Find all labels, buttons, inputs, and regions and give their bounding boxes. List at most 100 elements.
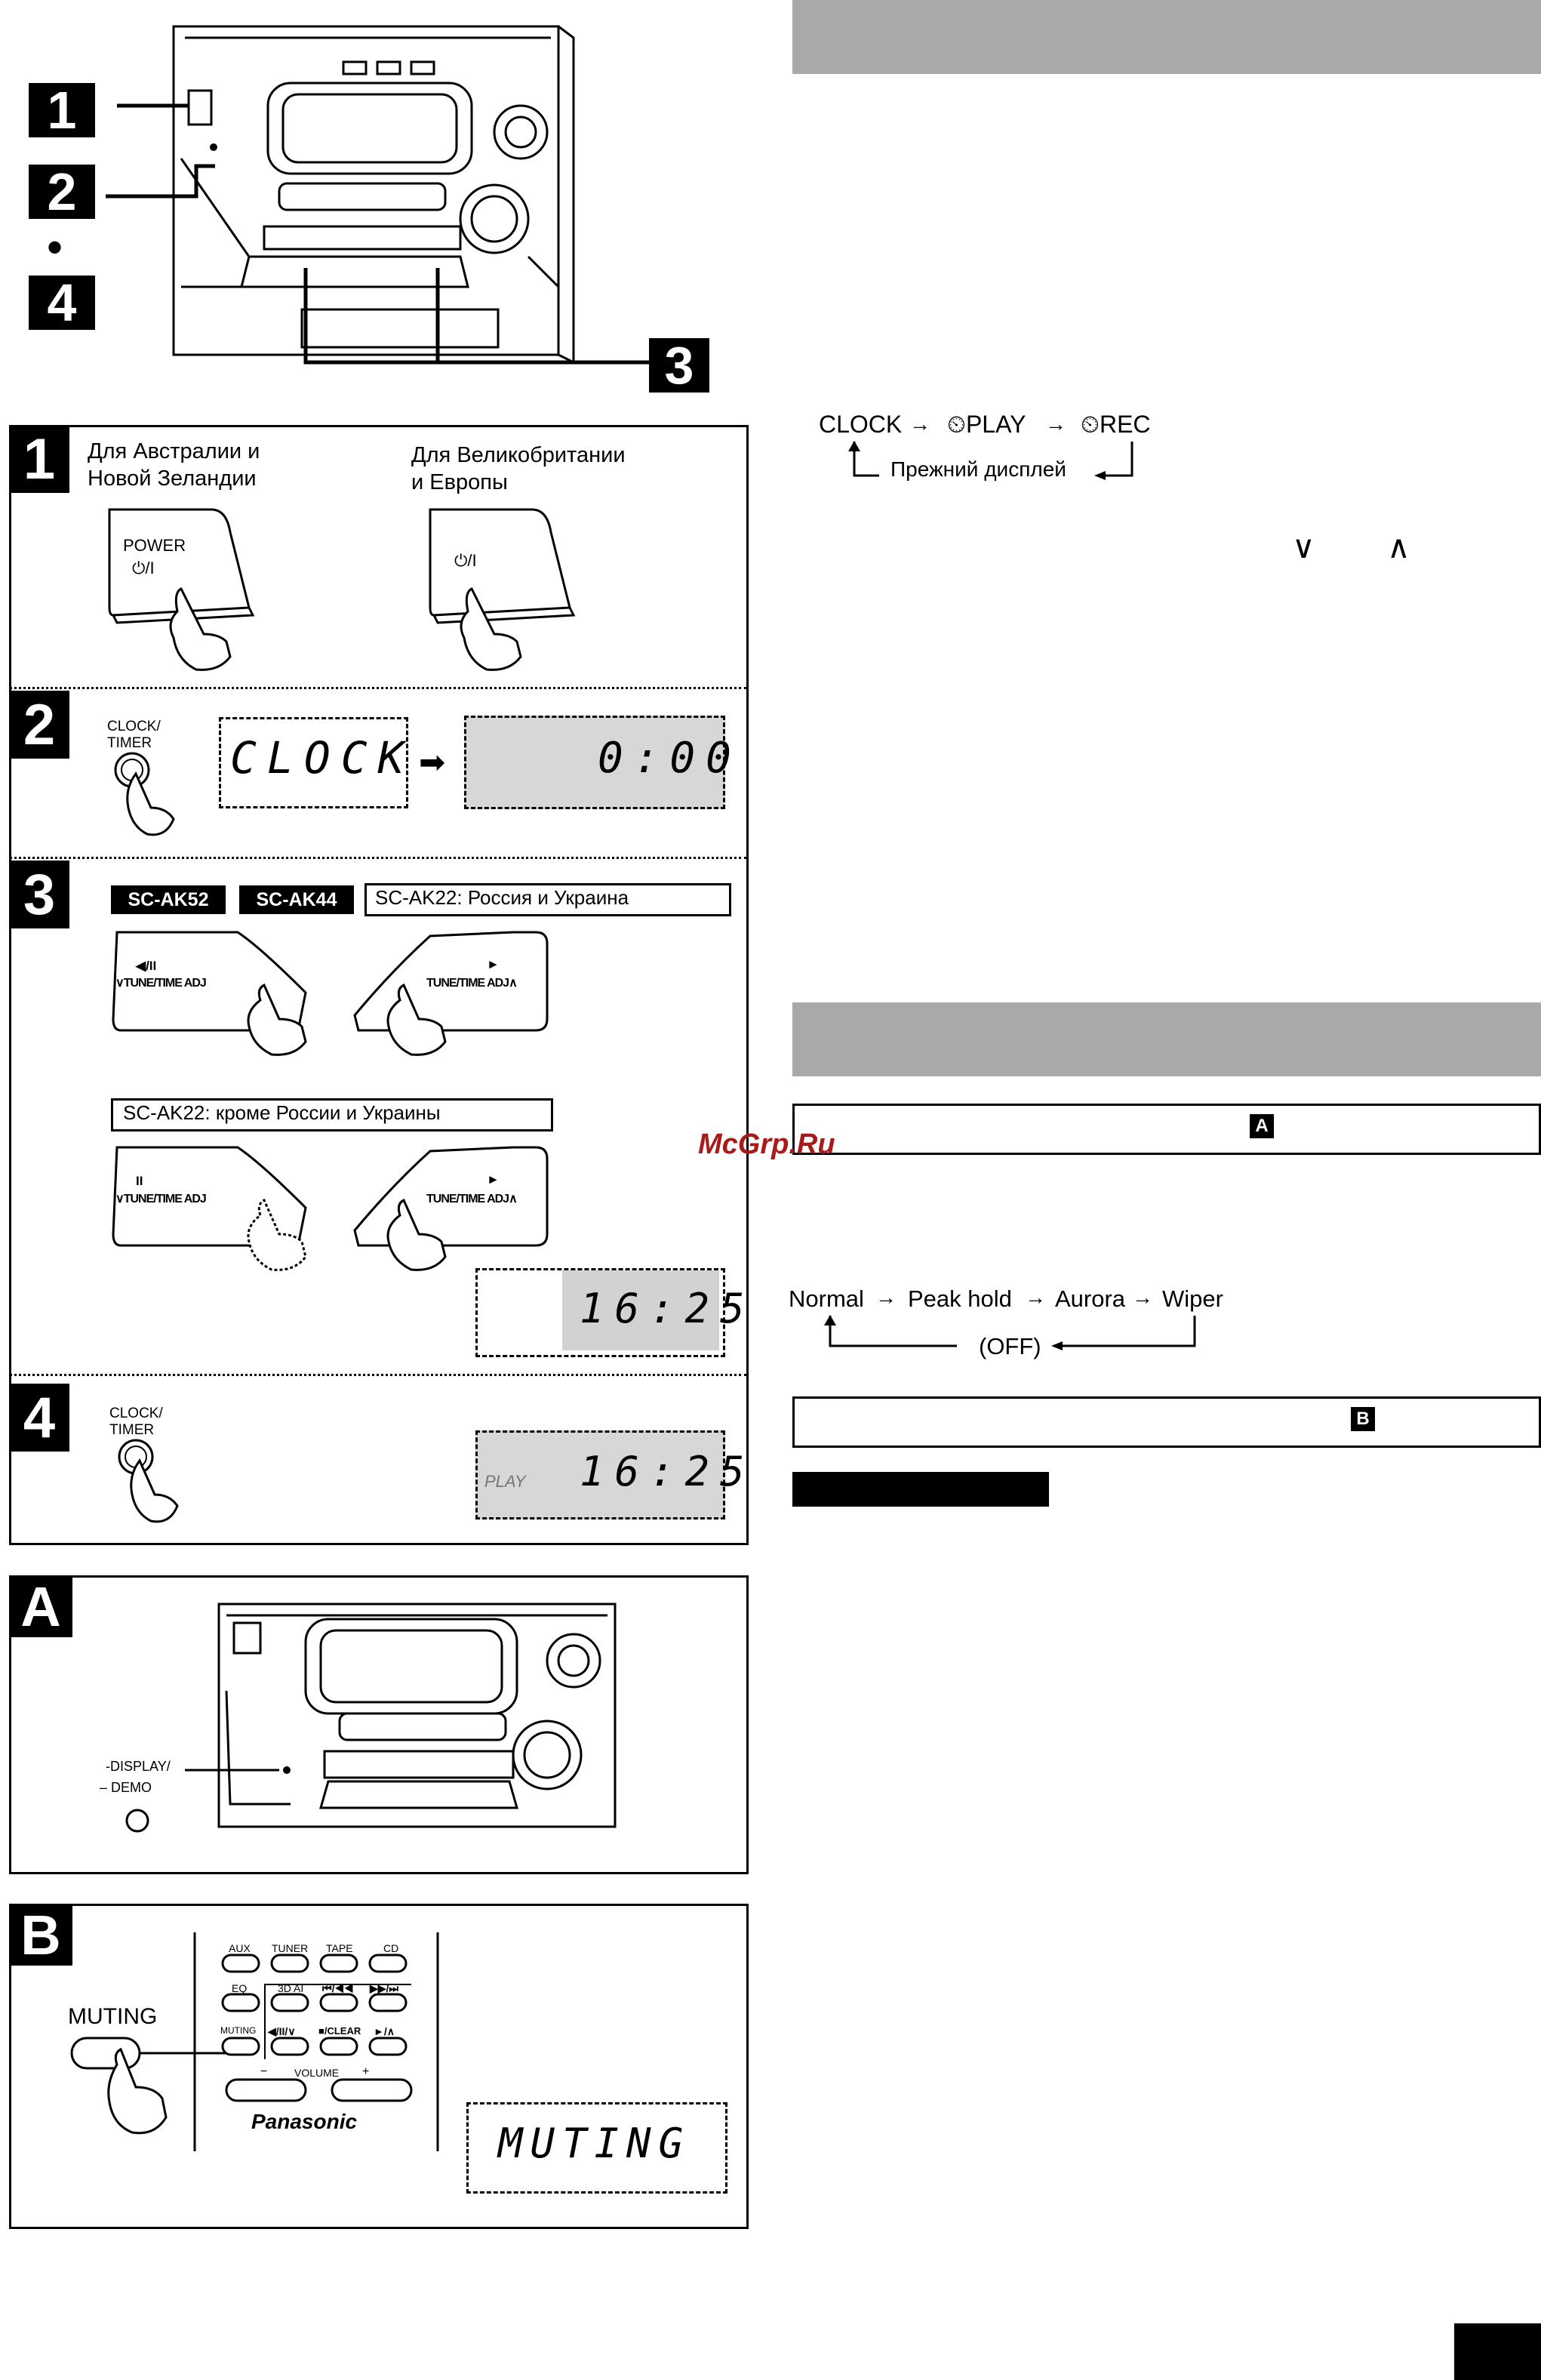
lcd-set-time xyxy=(475,1430,725,1519)
remote-cd: CD xyxy=(383,1942,399,1954)
display-demo-button[interactable] xyxy=(125,1808,155,1838)
lcd-set-time-text: 16:25 xyxy=(580,1448,755,1495)
cycle-normal: Normal xyxy=(789,1285,864,1312)
cycle-arrow-3: → xyxy=(875,1285,897,1309)
black-title-bar xyxy=(792,1472,1049,1507)
lcd-set-time-ghost: PLAY xyxy=(484,1472,526,1491)
region-eu-label: Для Великобритании и Европы xyxy=(411,443,626,494)
step2-badge: 2 xyxy=(9,691,69,759)
remote-eq: EQ xyxy=(232,1982,248,1994)
step-separator-dot: • xyxy=(47,222,63,272)
remote-3dai: 3D AI xyxy=(278,1982,304,1994)
remote-volume-minus: − xyxy=(260,2065,268,2078)
model-label-ak22-other: SC-AK22: кроме России и Украины xyxy=(123,1101,441,1124)
lcd-zero-time-text: 0:00 xyxy=(598,734,742,783)
model-box-ak22-other xyxy=(111,1098,553,1132)
header-bar-middle xyxy=(792,1002,1541,1076)
remote-play-pause: ◀/II/∨ xyxy=(268,2025,296,2037)
remote-tape: TAPE xyxy=(326,1942,353,1954)
cycle-arrow-2: → xyxy=(1045,412,1066,436)
display-label: -DISPLAY/ xyxy=(106,1759,171,1774)
section-a-badge: A xyxy=(9,1575,72,1638)
chevron-down-icon: ∨ xyxy=(1292,529,1315,565)
step3-badge: 3 xyxy=(9,861,69,928)
remote-volume-plus: + xyxy=(362,2065,370,2078)
remote-skip-back: ⏮/◀◀ xyxy=(322,1982,354,1994)
stereo-front-small xyxy=(217,1603,617,1828)
cycle-arrow-4: → xyxy=(1025,1285,1046,1309)
remote-tuner: TUNER xyxy=(272,1942,309,1954)
chevron-up-icon: ∧ xyxy=(1387,529,1410,565)
divider-1 xyxy=(9,687,747,689)
muting-label-large: MUTING xyxy=(68,2004,158,2029)
cycle-play: ⏲PLAY xyxy=(947,411,1026,438)
watermark: McGrp.Ru xyxy=(698,1128,835,1160)
remote-aux: AUX xyxy=(229,1942,251,1954)
cycle-previous-display: Прежний дисплей xyxy=(890,457,1066,481)
right-icon-2: ► xyxy=(487,1172,500,1187)
page-corner-tab xyxy=(1454,2323,1541,2380)
cycle-arrow-1: → xyxy=(909,412,930,436)
clock-timer-label-step4: CLOCK/ TIMER xyxy=(109,1406,163,1438)
lcd-clock xyxy=(219,717,408,808)
cycle-wiper: Wiper xyxy=(1162,1285,1223,1312)
model-box-ak22-ru xyxy=(364,883,731,916)
step-badge-3: 3 xyxy=(649,336,709,395)
power-label: POWER xyxy=(123,536,186,555)
cycle-arrow-5: → xyxy=(1132,1285,1153,1309)
cycle-off: (OFF) xyxy=(979,1333,1041,1359)
lcd-time-adjust-shade xyxy=(562,1270,719,1350)
tune-left-button-1[interactable] xyxy=(109,925,336,1061)
remote-control-body xyxy=(193,1932,439,2151)
cycle-clock: CLOCK xyxy=(819,411,903,438)
lcd-zero-time xyxy=(464,716,725,809)
power-button-au-illustration xyxy=(108,508,255,671)
clock-timer-button-step4[interactable] xyxy=(109,1438,200,1529)
tune-right-button-2[interactable] xyxy=(347,1140,574,1276)
remote-play: ►/∧ xyxy=(374,2025,395,2037)
left-icon-2: II xyxy=(136,1174,143,1188)
tune-left-label-2: ∨TUNE/TIME ADJ xyxy=(115,1193,207,1205)
muting-button-large[interactable] xyxy=(68,2034,234,2155)
remote-skip-fwd: ▶▶/⏭ xyxy=(370,1982,399,1994)
arrow-right: ➡ xyxy=(419,744,446,780)
cycle-return-line-1 xyxy=(848,441,1133,480)
info-box-b xyxy=(792,1396,1541,1448)
power-button-eu-illustration xyxy=(429,508,576,671)
tune-right-label-2: TUNE/TIME ADJ∧ xyxy=(426,1193,518,1205)
cycle-rec: ⏲REC xyxy=(1081,411,1151,438)
step1-badge: 1 xyxy=(9,425,69,493)
clock-timer-label-step2: CLOCK/ TIMER xyxy=(107,719,161,751)
step-badge-1: 1 xyxy=(29,81,95,140)
power-symbol-eu[interactable]: ⏻/I xyxy=(454,551,477,570)
region-au-label: Для Австралии и Новой Зеландии xyxy=(88,439,260,491)
divider-3 xyxy=(9,1374,747,1376)
remote-muting: MUTING xyxy=(220,2025,257,2036)
cycle-return-line-2 xyxy=(824,1315,1196,1350)
info-box-a-badge: A xyxy=(1250,1114,1274,1138)
lcd-time-adjust-text: 16:25 xyxy=(580,1285,755,1332)
divider-2 xyxy=(9,857,747,859)
cycle-aurora: Aurora xyxy=(1055,1285,1126,1312)
power-symbol-au[interactable]: ⏻/I xyxy=(132,559,155,577)
info-box-a xyxy=(792,1104,1541,1155)
tune-left-label-1: ∨TUNE/TIME ADJ xyxy=(115,977,207,990)
lcd-muting xyxy=(466,2102,727,2194)
model-badge-ak52: SC-AK52 xyxy=(111,885,226,914)
lcd-muting-text: MUTING xyxy=(498,2120,691,2167)
display-demo-leader xyxy=(185,1769,279,1772)
info-box-b-badge: B xyxy=(1351,1407,1375,1431)
cycle-peak-hold: Peak hold xyxy=(908,1285,1012,1312)
remote-stop-clear: ■/CLEAR xyxy=(318,2025,361,2037)
model-badge-ak44: SC-AK44 xyxy=(239,885,354,914)
left-icon-1: ◀/II xyxy=(136,959,157,973)
tune-left-button-2[interactable] xyxy=(109,1140,336,1276)
step-badge-2: 2 xyxy=(29,162,95,221)
tune-right-label-1: TUNE/TIME ADJ∧ xyxy=(426,977,518,990)
step4-badge: 4 xyxy=(9,1384,69,1452)
header-bar-top xyxy=(792,0,1541,74)
section-b-badge: B xyxy=(9,1904,72,1966)
lcd-clock-text: CLOCK xyxy=(230,732,415,784)
tune-right-button-1[interactable] xyxy=(347,925,574,1061)
clock-timer-button-step2[interactable] xyxy=(106,751,196,842)
